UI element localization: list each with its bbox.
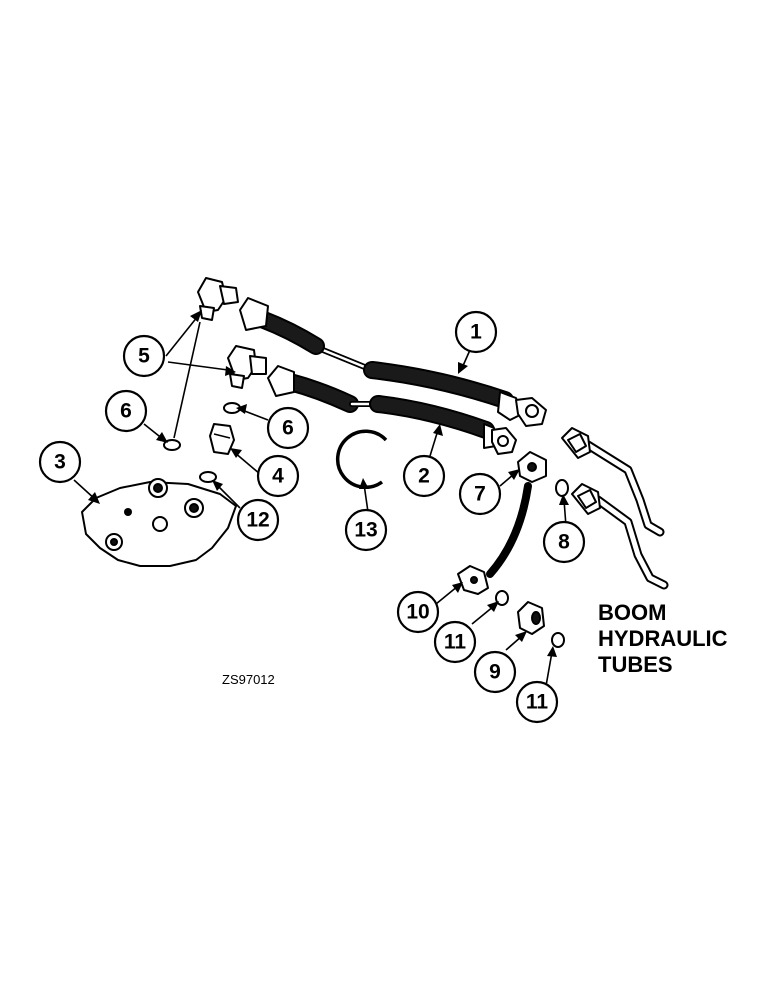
callout-11-upper: 11 — [433, 620, 477, 664]
callout-4: 4 — [256, 454, 300, 498]
o-ring-left — [163, 439, 181, 451]
callout-3-label: 3 — [54, 451, 66, 474]
o-ring-11-upper — [495, 590, 509, 606]
fitting-7 — [517, 451, 547, 483]
coupler-9 — [517, 601, 545, 635]
callout-6-left: 6 — [104, 389, 148, 433]
callout-6-left-label: 6 — [120, 400, 132, 423]
tube-fitting-lower — [571, 483, 601, 515]
boom-label-line3: TUBES — [598, 652, 673, 677]
boom-label-line1: BOOM — [598, 600, 666, 625]
o-ring-11-lower — [551, 632, 565, 648]
boom-label-line2: HYDRAULIC — [598, 626, 728, 651]
callout-6-center: 6 — [266, 406, 310, 450]
callout-10: 10 — [396, 590, 440, 634]
hose-2 — [267, 365, 517, 455]
callout-2-label: 2 — [418, 465, 430, 488]
callout-3: 3 — [38, 440, 82, 484]
callout-13: 13 — [344, 508, 388, 552]
valve-block — [81, 478, 237, 567]
callout-10-label: 10 — [406, 601, 429, 624]
figure-code: ZS97012 — [222, 672, 275, 687]
o-ring-12 — [199, 471, 217, 483]
callout-11-upper-label: 11 — [444, 631, 467, 654]
callout-11-lower: 11 — [515, 680, 559, 724]
fitting-10 — [457, 565, 489, 595]
callout-12-label: 12 — [246, 509, 269, 532]
callout-9-label: 9 — [489, 661, 501, 684]
connector-curve — [486, 482, 532, 578]
callout-1: 1 — [454, 310, 498, 354]
hose-1 — [239, 297, 547, 427]
callout-7: 7 — [458, 472, 502, 516]
o-ring-8 — [555, 479, 569, 497]
elbow-fitting-lower — [227, 345, 267, 389]
callout-5-label: 5 — [138, 345, 150, 368]
callout-1-label: 1 — [470, 321, 482, 344]
leader-lines — [73, 310, 569, 687]
callout-7-label: 7 — [474, 483, 486, 506]
boom-hydraulic-tubes — [561, 427, 669, 590]
callout-6-center-label: 6 — [282, 417, 294, 440]
tube-fitting-upper — [561, 427, 591, 459]
callout-13-label: 13 — [354, 519, 377, 542]
elbow-fitting-upper — [197, 277, 239, 321]
callout-2: 2 — [402, 454, 446, 498]
callout-11-lower-label: 11 — [526, 691, 549, 714]
callout-12: 12 — [236, 498, 280, 542]
callout-8-label: 8 — [558, 531, 570, 554]
callout-8: 8 — [542, 520, 586, 564]
adapter-fitting — [209, 423, 235, 455]
snap-ring — [335, 429, 388, 489]
callout-5: 5 — [122, 334, 166, 378]
callout-9: 9 — [473, 650, 517, 694]
callout-4-label: 4 — [272, 465, 284, 488]
